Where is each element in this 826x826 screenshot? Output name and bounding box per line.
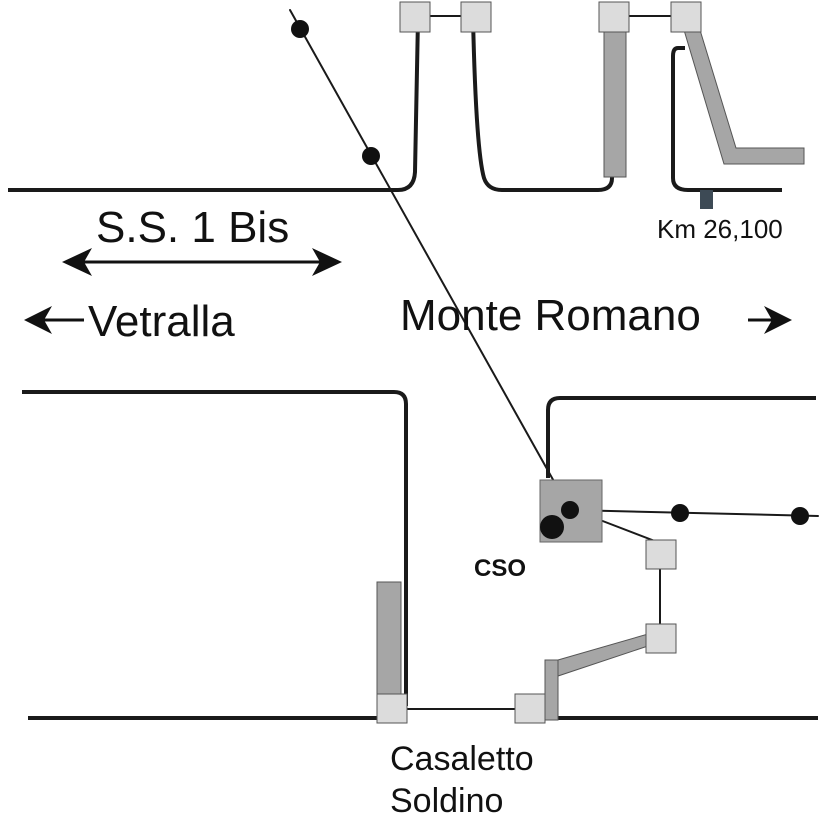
duct-bottom-vertical [376, 581, 402, 695]
chamber-bottom-1 [376, 693, 408, 724]
cable-diagonal [289, 9, 571, 511]
chamber-bottom-2 [514, 693, 546, 724]
node-east-1 [671, 504, 689, 522]
monte-romano-arrow-head [764, 306, 792, 334]
road-bottom-block-west [22, 390, 408, 706]
road-bottom-block-east [546, 396, 816, 478]
cso-label: CSO [474, 555, 526, 582]
duct-top-angled [683, 29, 805, 165]
chamber-east-2 [645, 623, 677, 654]
west-destination-label: Vetralla [88, 297, 235, 346]
road-name-label: S.S. 1 Bis [96, 203, 289, 252]
road-top-edge-east [671, 46, 782, 192]
duct-bottom-angled [546, 633, 649, 677]
duct-top-vertical [603, 29, 627, 178]
vetralla-arrow-head [24, 306, 52, 334]
chamber-east-1 [645, 539, 677, 570]
arrow-head-west [62, 248, 92, 276]
locality-label-line2: Soldino [390, 782, 503, 820]
duct-bottom-short [544, 659, 559, 721]
node-cso-small [561, 501, 579, 519]
locality-label-line1: Casaletto [390, 740, 534, 778]
road-top-edge-mid [471, 17, 614, 192]
node-cso-large [540, 515, 564, 539]
chamber-top-2 [460, 1, 492, 33]
km-marker-label: Km 26,100 [657, 214, 783, 244]
cable-east [569, 509, 819, 517]
cable-cso-to-chamber [599, 519, 661, 544]
road-top-edge-west [8, 17, 420, 192]
east-destination-label: Monte Romano [400, 291, 701, 340]
node-diagonal-top [291, 20, 309, 38]
arrow-head-east [312, 248, 342, 276]
km-marker-post [700, 190, 713, 209]
node-diagonal-mid [362, 147, 380, 165]
chamber-top-4 [670, 1, 702, 33]
chamber-top-3 [598, 1, 630, 33]
node-east-2 [791, 507, 809, 525]
chamber-top-1 [399, 1, 431, 33]
